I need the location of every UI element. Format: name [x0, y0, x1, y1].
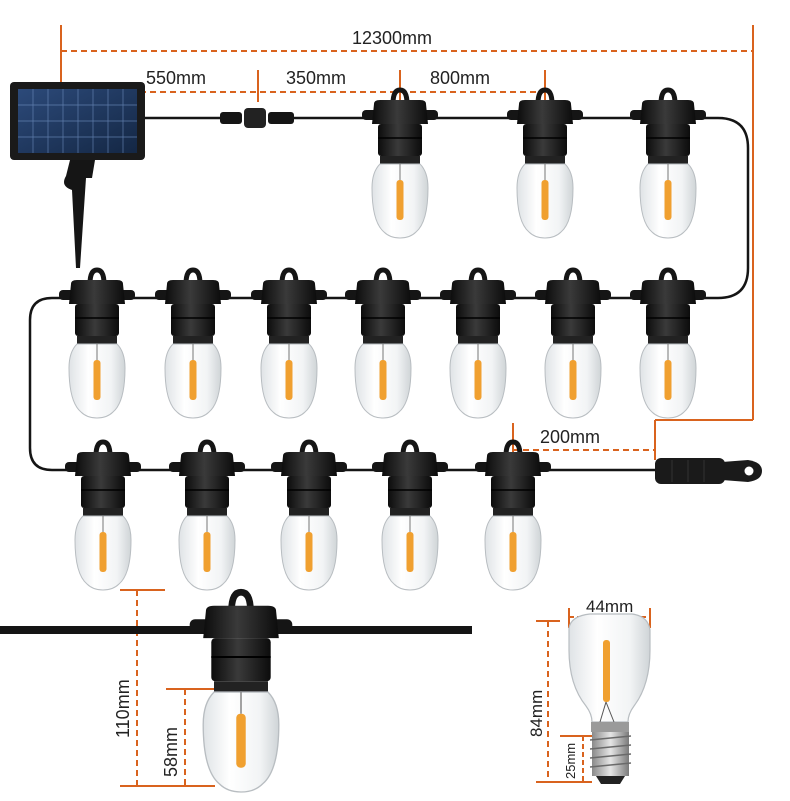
label-tail-length: 200mm — [540, 427, 600, 447]
label-panel-to-connector: 550mm — [146, 68, 206, 88]
bulb-row2-7 — [630, 267, 706, 419]
bulb-row2-6 — [535, 267, 611, 419]
bulb-row1-2 — [507, 87, 583, 239]
solar-panel — [10, 82, 145, 268]
bulb-row2-3 — [251, 267, 327, 419]
cable-connector — [220, 108, 294, 128]
label-connector-to-first-bulb: 350mm — [286, 68, 346, 88]
label-bulb-length: 84mm — [527, 690, 546, 737]
label-bulb-spacing: 800mm — [430, 68, 490, 88]
label-bulb-height: 58mm — [161, 727, 181, 777]
bulb-large-pendant — [189, 588, 293, 793]
bulb-string — [59, 87, 706, 793]
bulb-row2-2 — [155, 267, 231, 419]
bulb-row2-4 — [345, 267, 421, 419]
label-total-length: 12300mm — [352, 28, 432, 48]
dimension-lines — [60, 25, 754, 787]
label-hanging-height: 110mm — [113, 679, 133, 738]
bulb-closeup — [568, 613, 651, 784]
bulb-row1-3 — [630, 87, 706, 239]
bulb-row3-3 — [271, 439, 347, 591]
dimension-labels: 12300mm 550mm 350mm 800mm 200mm 110mm 58… — [113, 28, 633, 779]
bulb-row2-1 — [59, 267, 135, 419]
bulb-row3-4 — [372, 439, 448, 591]
bulb-row1-1 — [362, 87, 438, 239]
label-bulb-width: 44mm — [586, 597, 633, 616]
bulb-row3-2 — [169, 439, 245, 591]
label-base-height: 25mm — [563, 743, 578, 779]
bulb-row3-5 — [475, 439, 551, 591]
bulb-row2-5 — [440, 267, 516, 419]
end-plug — [655, 458, 762, 484]
bulb-row3-1 — [65, 439, 141, 591]
